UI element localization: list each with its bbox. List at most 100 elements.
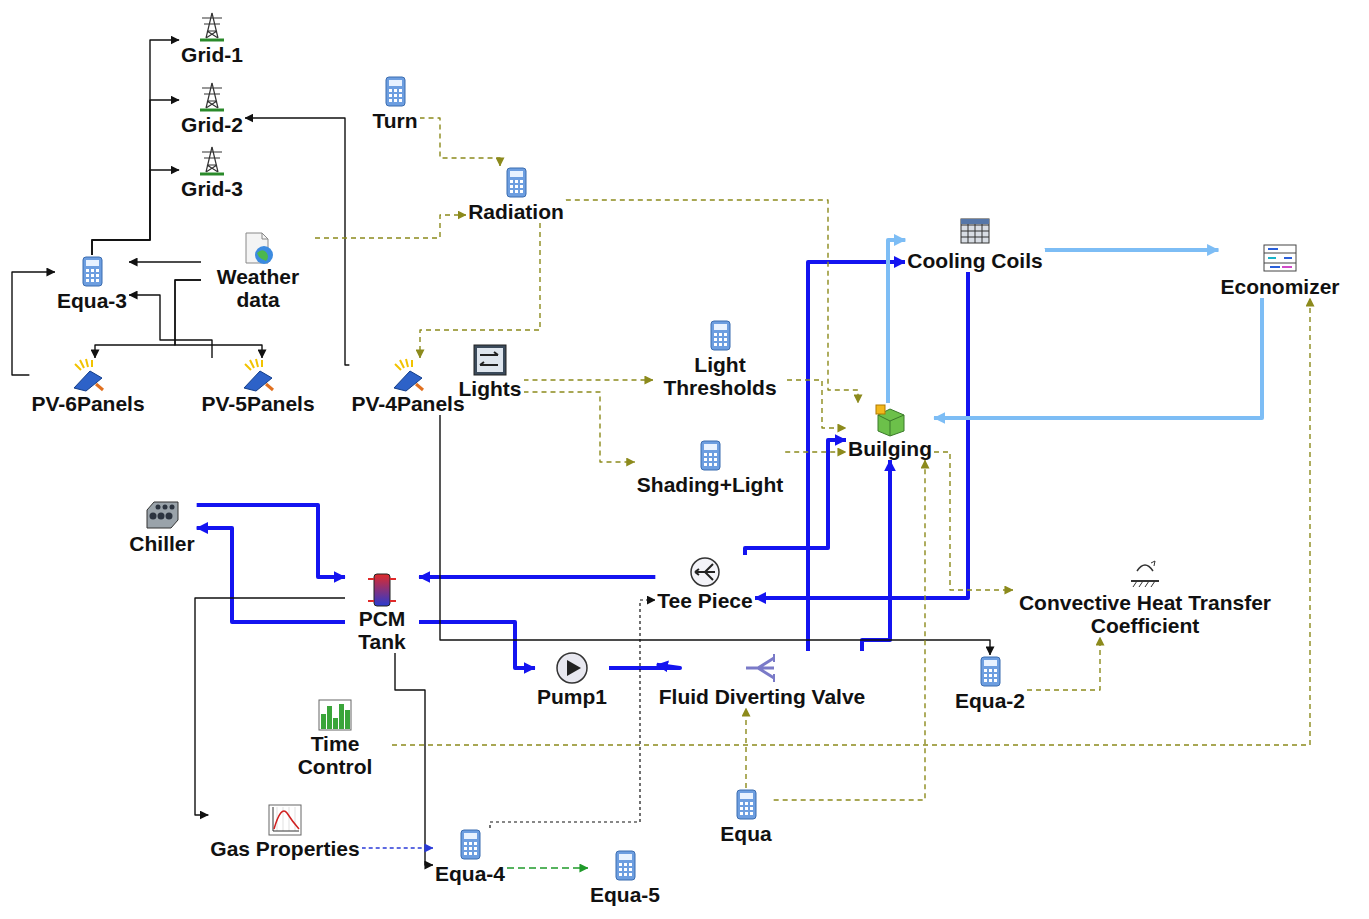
- drawing-part: [394, 371, 422, 391]
- drawing-part: [245, 359, 262, 370]
- drawing-part: [1137, 565, 1153, 571]
- drawing-part: [961, 219, 989, 243]
- drawing-part: [515, 185, 518, 188]
- drawing-part: [989, 674, 992, 677]
- drawing-part: [507, 168, 526, 197]
- olive-connector: [524, 379, 654, 380]
- drawing-part: [469, 852, 472, 855]
- drawing-part: [714, 463, 717, 466]
- drawing-part: [510, 171, 523, 177]
- drawing-part: [399, 99, 402, 102]
- drawing-part: [464, 847, 467, 850]
- drawing-part: [740, 807, 743, 810]
- lights-icon: [472, 343, 508, 377]
- drawing-part: [709, 463, 712, 466]
- drawing-part: [557, 653, 587, 683]
- black-connector: [129, 295, 212, 358]
- drawing-part: [704, 453, 707, 456]
- drawing-part: [374, 574, 390, 606]
- drawing-part: [714, 343, 717, 346]
- econ-icon: [1262, 241, 1298, 275]
- drawing-part: [96, 274, 99, 277]
- drawing-part: [989, 679, 992, 682]
- drawing-part: [701, 441, 720, 470]
- component-block: Equa-5: [588, 849, 662, 906]
- drawing-part: [1133, 581, 1155, 587]
- component-label: Grid-3: [179, 177, 245, 200]
- drawing-part: [961, 219, 989, 243]
- drawing-part: [624, 863, 627, 866]
- drawing-part: [719, 338, 722, 341]
- drawing-part: [750, 802, 753, 805]
- drawing-part: [510, 190, 513, 193]
- drawing-part: [714, 333, 717, 336]
- drawing-part: [165, 513, 172, 520]
- drawing-part: [321, 714, 326, 729]
- black-connector: [92, 100, 179, 255]
- blue-connector: [862, 460, 890, 651]
- component-block: Gas Properties: [208, 803, 361, 860]
- drawing-part: [724, 343, 727, 346]
- component-block: PCM Tank: [345, 573, 419, 653]
- component-label: Shading+Light: [635, 473, 785, 496]
- olive-connector: [392, 298, 1310, 745]
- blue-connector: [609, 665, 680, 668]
- weather-icon: [240, 231, 276, 265]
- drawing-part: [740, 812, 743, 815]
- component-label: Grid-1: [179, 43, 245, 66]
- drawing-part: [389, 94, 392, 97]
- drawing-part: [389, 89, 392, 92]
- drawing-part: [616, 851, 635, 880]
- drawing-part: [994, 679, 997, 682]
- light-connector: [1045, 248, 1219, 252]
- component-block: Shading+Light: [635, 439, 785, 496]
- drawing-part: [155, 505, 160, 510]
- drawing-part: [461, 830, 480, 859]
- black-connector: [12, 272, 55, 375]
- drawing-part: [469, 847, 472, 850]
- drawing-part: [474, 345, 506, 375]
- drawing-part: [629, 863, 632, 866]
- drawing-part: [714, 453, 717, 456]
- valve-icon: [744, 651, 780, 685]
- drawing-part: [91, 269, 94, 272]
- drawing-part: [961, 219, 989, 243]
- drawing-part: [386, 77, 405, 106]
- pv-icon: [390, 358, 426, 392]
- black-connector: [92, 40, 179, 255]
- drawing-part: [149, 505, 174, 520]
- blue-connector: [745, 440, 846, 555]
- black-connector: [245, 118, 349, 365]
- component-block: Radiation: [466, 166, 566, 223]
- drawing-part: [984, 660, 997, 666]
- drawing-part: [1268, 249, 1292, 267]
- drawing-part: [389, 80, 402, 86]
- drawing-part: [83, 257, 102, 286]
- drawing-part: [981, 657, 1000, 686]
- drawing-part: [704, 458, 707, 461]
- drawing-part: [86, 260, 99, 266]
- drawing-part: [619, 854, 632, 860]
- drawing-part: [711, 321, 730, 350]
- kdash-connector: [490, 600, 655, 828]
- drawing-part: [510, 180, 513, 183]
- drawing-part: [245, 359, 262, 370]
- drawing-part: [333, 718, 338, 729]
- olive-connector: [420, 118, 500, 166]
- component-block: Fluid Diverting Valve: [657, 651, 868, 708]
- drawing-part: [520, 180, 523, 183]
- component-label: Tee Piece: [655, 589, 754, 612]
- drawing-part: [474, 852, 477, 855]
- drawing-part: [750, 807, 753, 810]
- component-label: PV-4Panels: [349, 392, 466, 415]
- drawing-part: [416, 384, 423, 390]
- drawing-part: [724, 333, 727, 336]
- calc-icon: [74, 255, 110, 289]
- component-block: PV-4Panels: [349, 358, 466, 415]
- drawing-part: [1264, 245, 1296, 271]
- drawing-part: [327, 706, 332, 729]
- drawing-part: [709, 453, 712, 456]
- drawing-part: [200, 109, 224, 112]
- drawing-part: [394, 89, 397, 92]
